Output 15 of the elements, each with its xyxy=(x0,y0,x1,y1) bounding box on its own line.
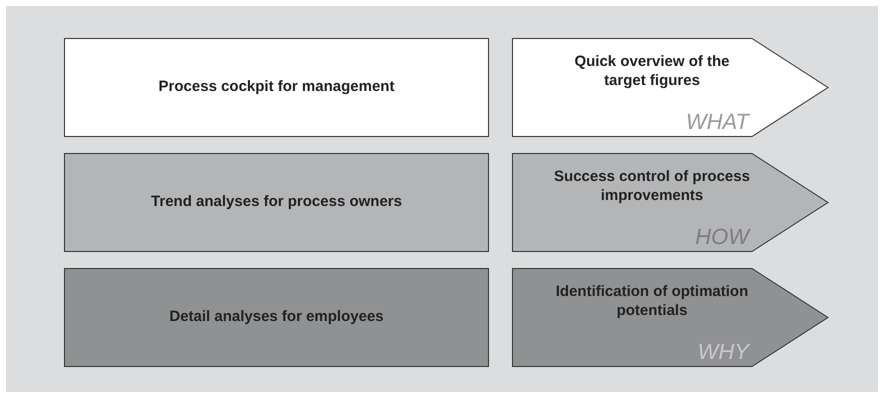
box-label: Quick overview of the target figures xyxy=(573,52,731,90)
text-box xyxy=(64,38,489,137)
text-box xyxy=(64,153,489,252)
text-box xyxy=(64,268,489,367)
pentagon-box xyxy=(512,268,829,367)
question-word: WHY xyxy=(698,339,749,365)
pentagon-box xyxy=(512,153,829,252)
box-label: Trend analyses for process owners xyxy=(151,192,402,212)
question-word: WHAT xyxy=(686,109,749,135)
box-label: Detail analyses for employees xyxy=(169,307,384,328)
box-label: Success control of process improvements xyxy=(553,167,751,205)
box-label: Identification of optimation potentials xyxy=(554,282,750,320)
pentagon-box xyxy=(512,38,829,137)
question-word: HOW xyxy=(695,224,749,250)
box-label: Process cockpit for management xyxy=(158,77,394,98)
